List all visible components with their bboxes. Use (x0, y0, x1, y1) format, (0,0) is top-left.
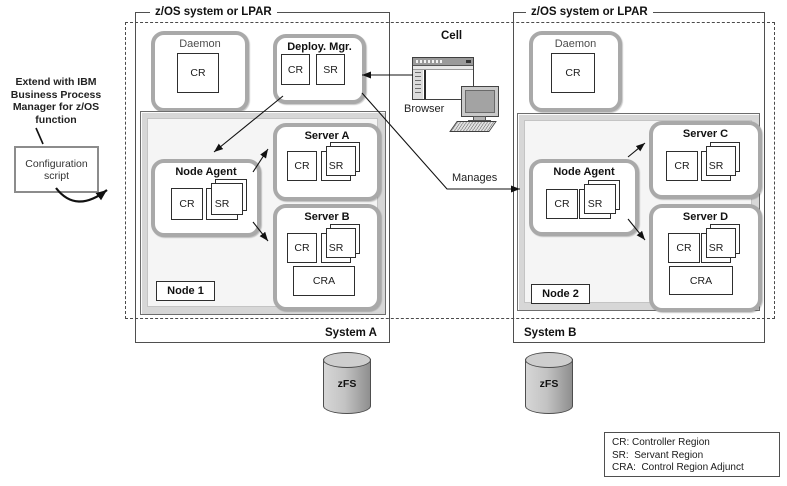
config-script-line: script (43, 169, 70, 182)
deployment-manager-cr-box: CR (281, 54, 310, 85)
node-2-tag: Node 2 (531, 284, 590, 304)
keyboard-icon (449, 121, 497, 132)
system-a-lpar-label: z/OS system or LPAR (150, 5, 277, 19)
server-a-sr-stack: SR (321, 151, 351, 181)
deployment-manager-sr-label: SR (323, 63, 338, 76)
server-d-sr-label: SR (708, 242, 724, 254)
node-agent-b-box: Node Agent CR SR (529, 159, 639, 236)
note-callout-line (35, 127, 44, 145)
note-line: function (35, 113, 77, 126)
node-agent-a-sr-label: SR (214, 198, 230, 210)
browser-label: Browser (404, 103, 445, 115)
server-a-box: Server A CR SR (273, 123, 381, 201)
server-a-cr-label: CR (294, 160, 310, 172)
server-a-label: Server A (304, 130, 350, 142)
browser-divider (424, 70, 426, 99)
legend-box: CR: Controller Region SR: Servant Region… (604, 432, 780, 477)
server-a-cr-box: CR (287, 151, 317, 181)
server-d-cr-label: CR (676, 242, 692, 254)
server-b-cra-label: CRA (312, 275, 336, 287)
daemon-a-cr-box: CR (177, 53, 219, 93)
browser-sidebar-lines (415, 72, 421, 96)
system-a-name: System A (325, 327, 377, 339)
system-a-box: z/OS system or LPAR Daemon CR Deploy. Mg… (135, 5, 390, 343)
note-line: Business Process (10, 88, 102, 101)
daemon-b-cr-box: CR (551, 53, 595, 93)
zfs-a-body (323, 359, 371, 414)
config-script-line: Configuration (25, 157, 88, 170)
node-2-label: Node 2 (542, 288, 579, 300)
server-c-sr-stack: SR (701, 151, 731, 181)
monitor-screen (465, 90, 495, 113)
daemon-b-cr-label: CR (565, 67, 581, 79)
daemon-b-box: Daemon CR (529, 31, 622, 112)
legend-line-cr: CR: Controller Region (612, 437, 710, 448)
legend-line-cra: CRA: Control Region Adjunct (612, 462, 744, 473)
server-b-sr-label: SR (328, 242, 344, 254)
note-line: Manager for z/OS (12, 101, 100, 113)
server-c-label: Server C (682, 128, 729, 140)
server-c-sr-label: SR (708, 160, 724, 172)
deployment-manager-sr-box: SR (316, 54, 345, 85)
node-agent-a-cr-label: CR (179, 198, 195, 210)
browser-titlebar (413, 58, 473, 66)
server-b-label: Server B (304, 211, 350, 223)
browser-sidebar (413, 70, 423, 99)
manages-label: Manages (452, 172, 498, 184)
cell-label: Cell (441, 30, 463, 42)
server-d-sr-stack: SR (701, 233, 731, 263)
server-b-sr-stack: SR (321, 233, 351, 263)
node-agent-a-sr-stack: SR (206, 188, 238, 220)
server-c-cr-box: CR (666, 151, 698, 181)
system-b-box: z/OS system or LPAR Daemon CR Node Agent… (513, 5, 765, 343)
server-d-cra-box: CRA (669, 266, 733, 295)
monitor-icon (461, 86, 499, 117)
zfs-a-label: zFS (337, 378, 357, 390)
node-agent-b-cr-box: CR (546, 189, 578, 219)
server-d-cr-box: CR (668, 233, 700, 263)
browser-close-icon (466, 60, 471, 63)
zfs-b-body (525, 359, 573, 414)
deployment-manager-box: Deploy. Mgr. CR SR (273, 34, 366, 104)
node-agent-b-label: Node Agent (553, 166, 615, 178)
daemon-b-label: Daemon (554, 38, 597, 50)
node-agent-a-cr-box: CR (171, 188, 203, 220)
node-agent-a-label: Node Agent (175, 166, 237, 178)
extend-note: Extend with IBM Business Process Manager… (0, 76, 112, 126)
node-agent-a-box: Node Agent CR SR (151, 159, 261, 237)
server-d-box: Server D CR SR CRA (649, 204, 762, 312)
deployment-manager-cr-label: CR (287, 63, 304, 76)
server-d-cra-label: CRA (689, 274, 713, 287)
server-c-box: Server C CR SR (649, 121, 762, 199)
note-line: Extend with IBM (15, 76, 97, 88)
zfs-cylinder-a: zFS (323, 352, 371, 414)
node-agent-b-cr-label: CR (554, 198, 570, 210)
daemon-a-cr-label: CR (190, 67, 206, 79)
node-1-tag: Node 1 (156, 281, 215, 301)
node-1-label: Node 1 (167, 285, 204, 297)
server-b-cr-box: CR (287, 233, 317, 263)
browser-menu-dots (416, 60, 442, 63)
legend-line-sr: SR: Servant Region (612, 449, 704, 461)
zfs-cylinder-b: zFS (525, 352, 573, 414)
daemon-a-box: Daemon CR (151, 31, 249, 112)
system-b-lpar-label: z/OS system or LPAR (526, 5, 653, 19)
server-b-cra-box: CRA (293, 266, 355, 296)
system-b-name: System B (524, 327, 577, 339)
server-d-label: Server D (682, 211, 729, 223)
daemon-a-label: Daemon (179, 38, 221, 50)
server-b-box: Server B CR SR CRA (273, 204, 381, 311)
configuration-script-box: Configuration script (14, 146, 99, 193)
deployment-manager-label: Deploy. Mgr. (287, 41, 352, 53)
zfs-a-top (323, 352, 371, 368)
node-agent-b-sr-label: SR (587, 198, 603, 210)
node-agent-b-sr-stack: SR (579, 189, 611, 219)
server-c-cr-label: CR (674, 160, 690, 172)
server-a-sr-label: SR (328, 160, 344, 172)
browser-toolbar (413, 66, 473, 70)
server-b-cr-label: CR (294, 242, 310, 254)
zfs-b-label: zFS (539, 378, 559, 390)
zfs-b-top (525, 352, 573, 368)
